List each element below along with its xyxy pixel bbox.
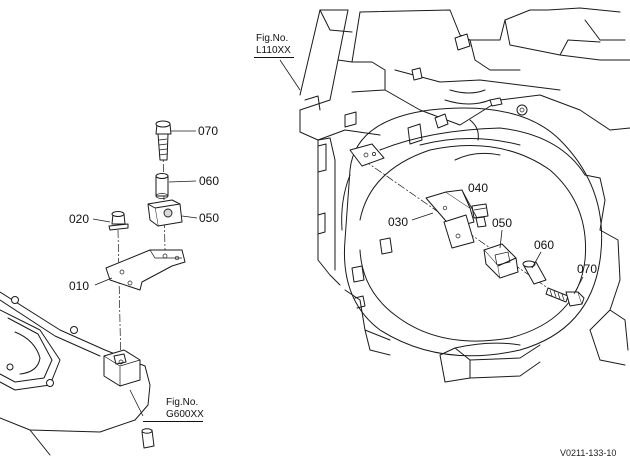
frame-assembly <box>299 7 630 383</box>
leader-lines <box>92 59 584 417</box>
part-label-010: 010 <box>69 279 90 293</box>
fig-ref-top-prefix: Fig.No. <box>256 33 289 44</box>
part-label-020: 020 <box>69 212 90 226</box>
part-label-060-left: 060 <box>199 174 220 188</box>
right-exploded-parts <box>349 143 585 307</box>
fig-ref-bottom-prefix: Fig.No. <box>166 397 199 408</box>
left-exploded-parts <box>105 120 186 371</box>
part-label-070-left: 070 <box>198 124 219 138</box>
base-plate <box>0 291 155 456</box>
part-label-050-right: 050 <box>492 216 513 230</box>
fig-ref-top-number: L110XX <box>256 45 291 56</box>
fig-ref-bottom-number: G600XX <box>166 409 204 420</box>
fig-ref-bottom-underline <box>143 421 203 422</box>
part-label-030: 030 <box>388 215 409 229</box>
fig-ref-top-underline <box>254 57 294 58</box>
drawing-code: V0211-133-10 <box>560 448 617 458</box>
part-label-040: 040 <box>468 181 489 195</box>
part-label-060-right: 060 <box>534 238 555 252</box>
part-label-070-right: 070 <box>577 262 598 276</box>
part-label-050-left: 050 <box>199 211 220 225</box>
